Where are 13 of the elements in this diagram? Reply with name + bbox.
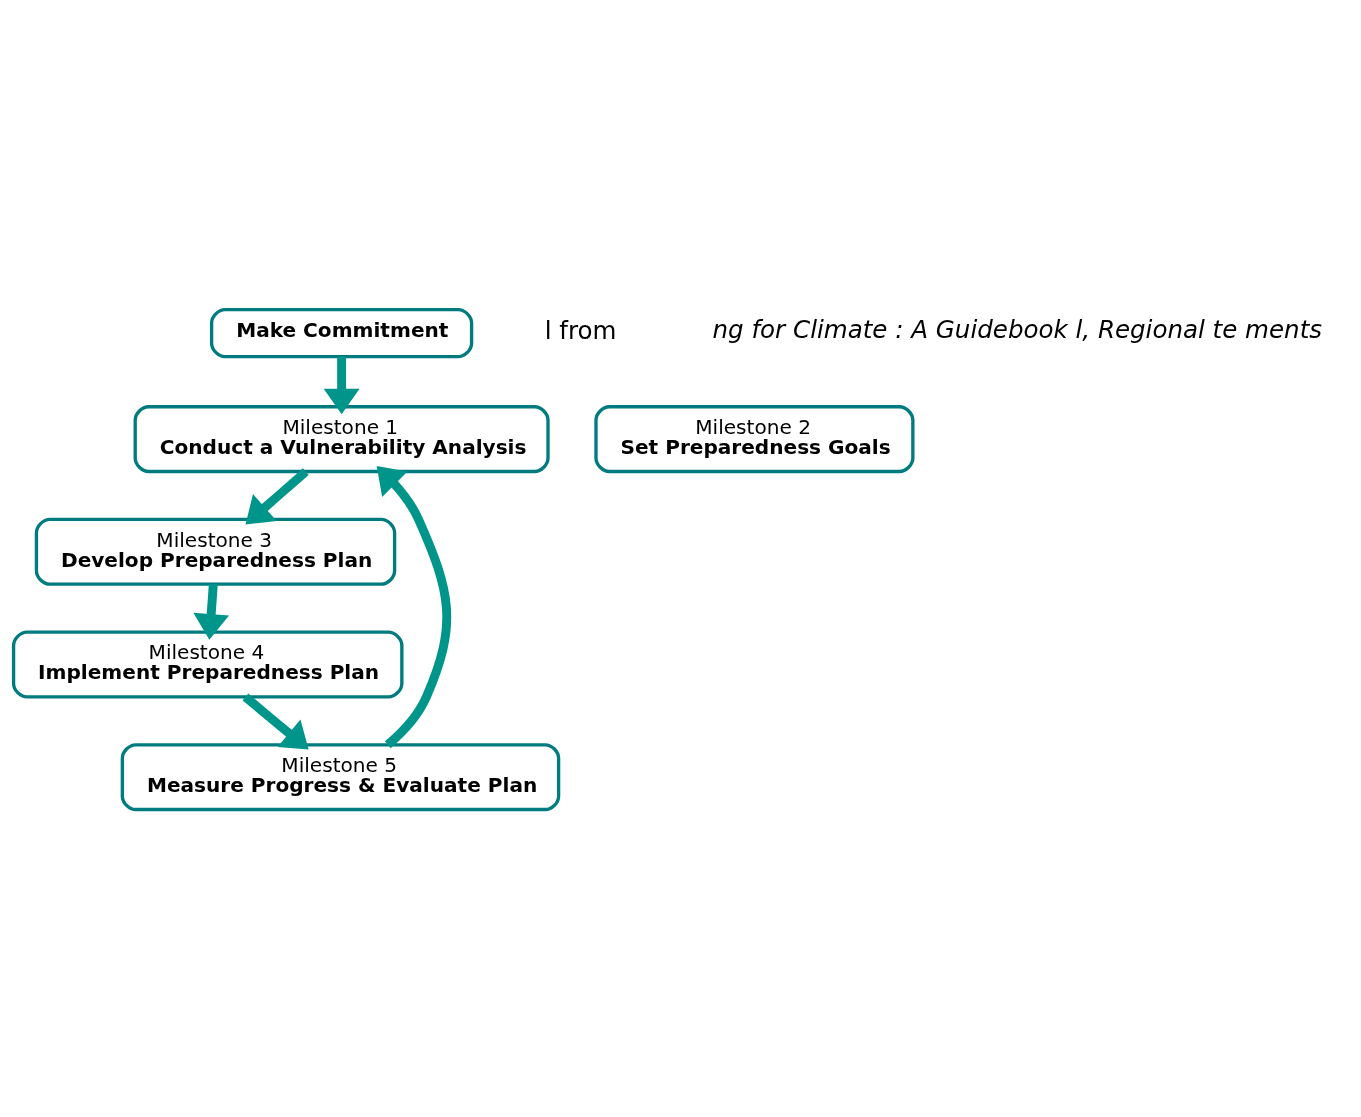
label: ng for Climate : A Guidebook l, Regional te ments (712, 315, 1323, 345)
node-box: Milestone 2 Set Preparedness Goals (594, 405, 915, 474)
node-box: Milestone 3 Develop Preparedness Plan (34, 517, 397, 586)
node-box: Make Commitment (209, 308, 474, 359)
arrow (245, 468, 309, 525)
node-box: Milestone 4 Implement Preparedness Plan (11, 630, 404, 699)
arrow (376, 466, 452, 749)
arrow (242, 693, 309, 750)
arrow (323, 356, 360, 415)
label: l from (544, 316, 617, 346)
node-box: Milestone 1 Conduct a Vulnerability Analysis (133, 405, 550, 474)
node-box: Milestone 5 Measure Progress & Evaluate Plan (120, 743, 561, 812)
arrow (193, 583, 230, 640)
